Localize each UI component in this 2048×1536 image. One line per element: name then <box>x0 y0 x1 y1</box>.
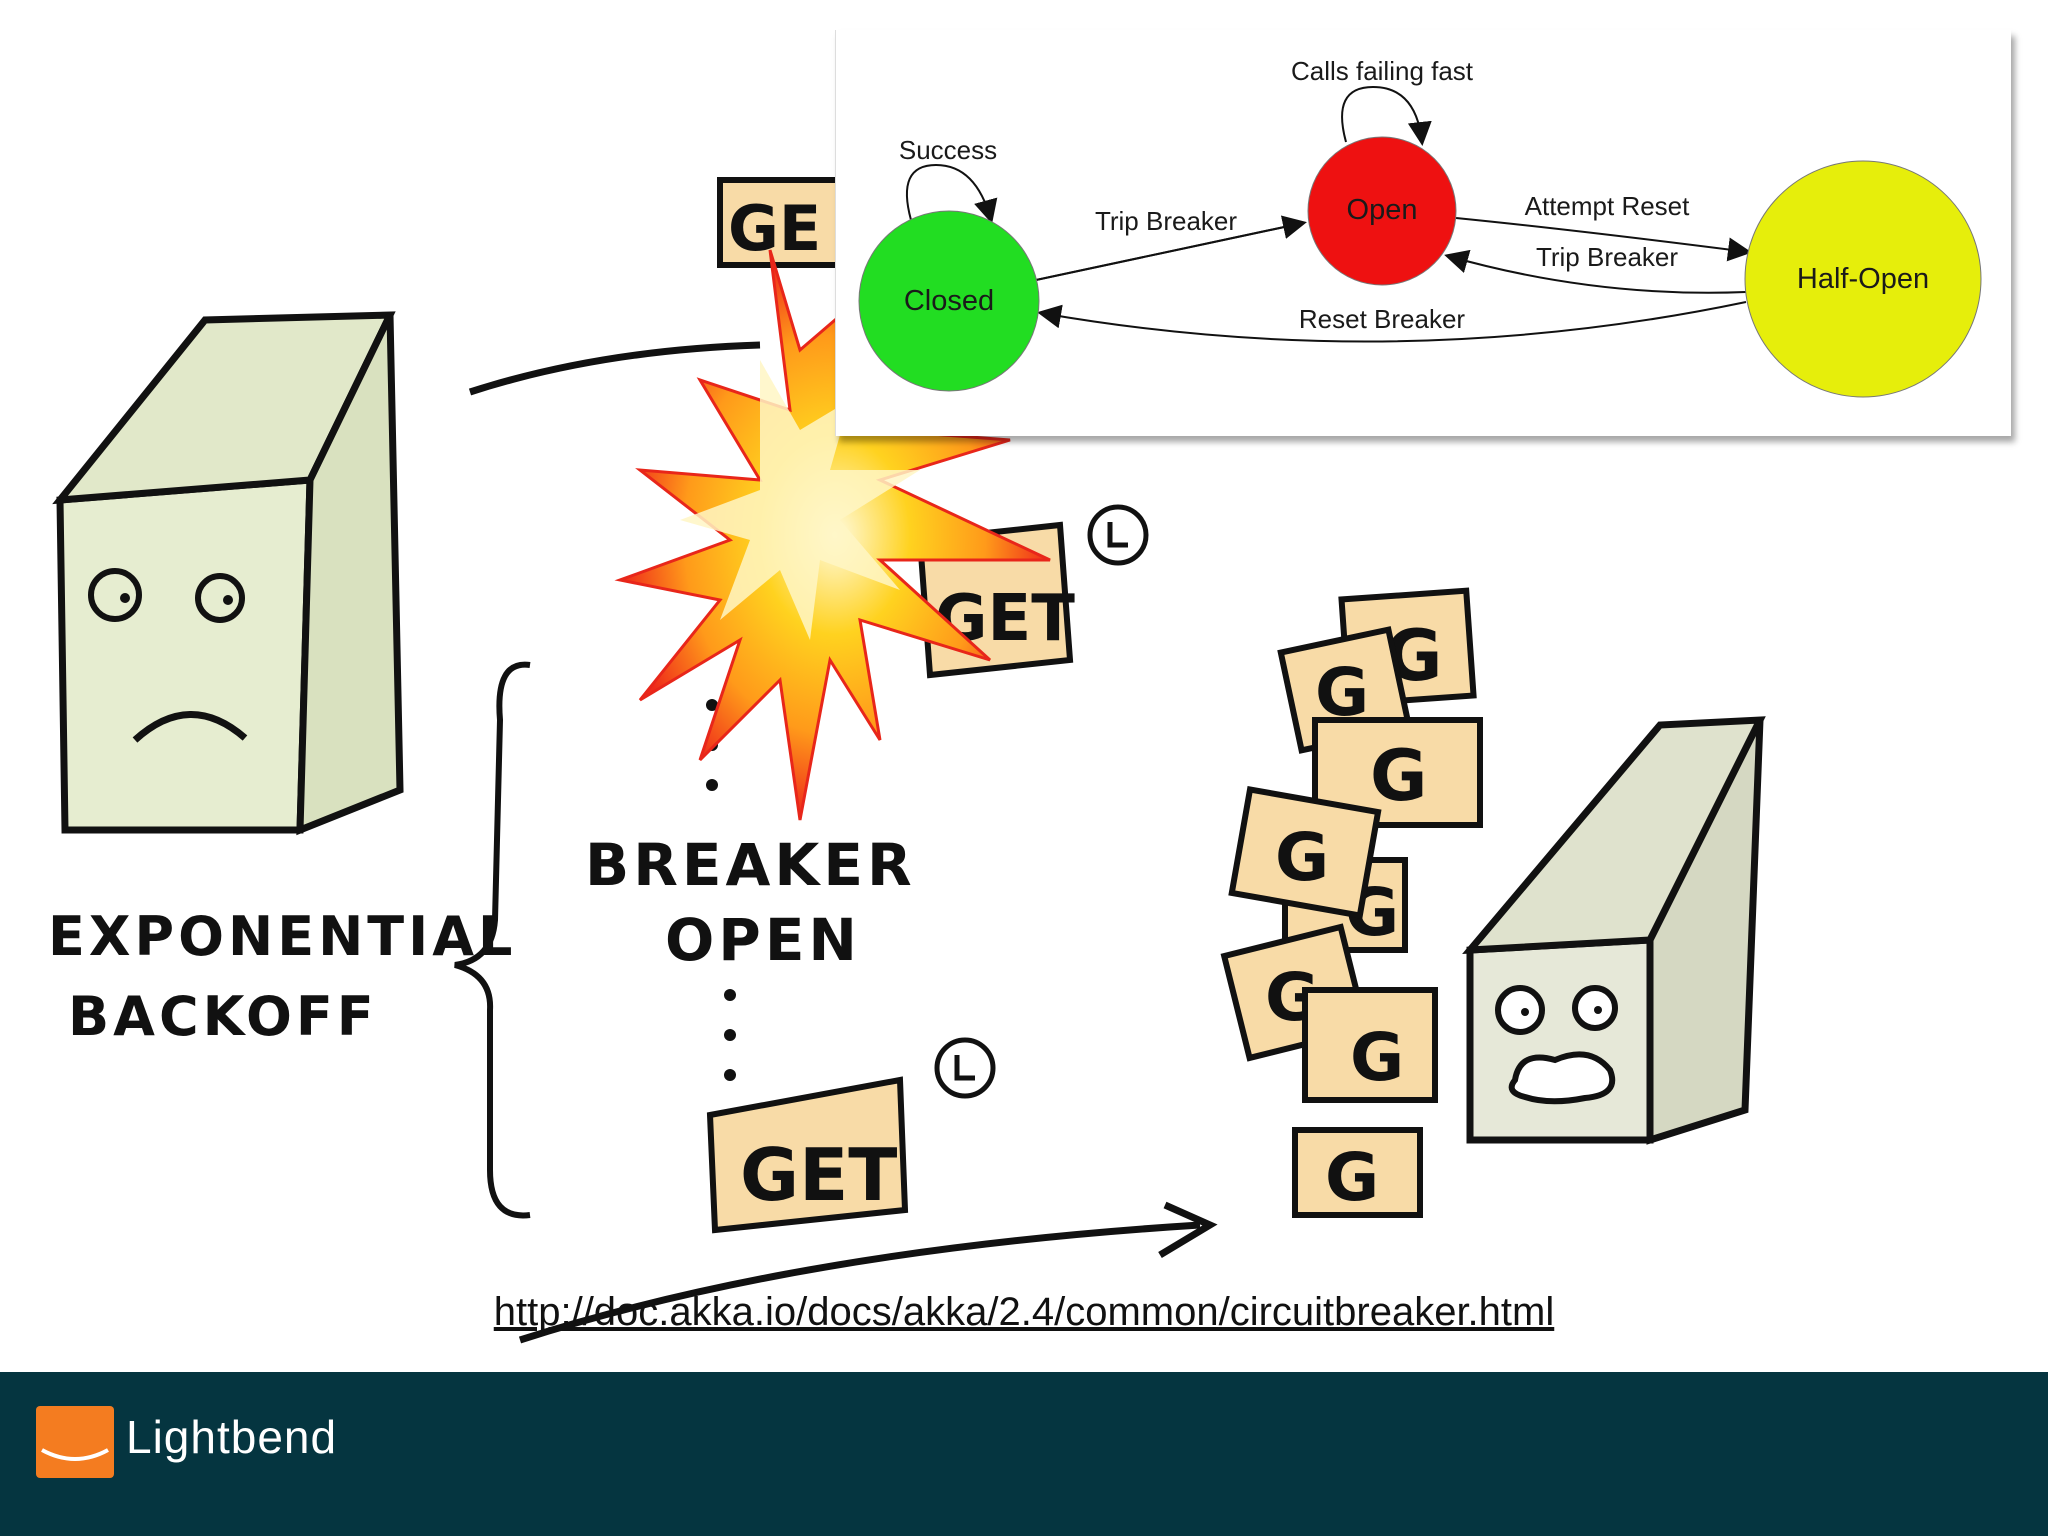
label-reset-breaker: Reset Breaker <box>1299 304 1466 334</box>
edge-half-open-to-open <box>1444 249 1747 294</box>
state-half-open: Half-Open <box>1744 160 1982 398</box>
lightbend-logo-icon <box>36 1406 114 1478</box>
request-curve-top <box>468 341 761 396</box>
open-text: OPEN <box>665 906 861 974</box>
svg-text:G: G <box>1275 819 1329 896</box>
get-card-bottom: GET <box>706 1037 996 1234</box>
label-trip-breaker-closed-open: Trip Breaker <box>1095 206 1237 236</box>
state-open-label: Open <box>1347 194 1418 226</box>
edge-half-open-to-closed <box>1037 301 1747 343</box>
state-diagram: Closed Open Half-Open Success Calls fail… <box>858 56 1982 398</box>
state-closed-label: Closed <box>904 285 994 317</box>
sad-server-left <box>52 311 404 836</box>
state-half-open-label: Half-Open <box>1797 263 1929 295</box>
svg-text:GE: GE <box>728 192 821 265</box>
svg-text:G: G <box>1370 735 1427 817</box>
label-calls-failing-fast: Calls failing fast <box>1291 56 1474 86</box>
label-attempt-reset: Attempt Reset <box>1525 191 1691 221</box>
g-card-5: G <box>1228 786 1382 919</box>
svg-text:G: G <box>1325 1139 1379 1216</box>
label-trip-breaker-half-open-open: Trip Breaker <box>1536 242 1678 272</box>
brand-name: Lightbend <box>126 1411 338 1463</box>
state-closed-circle <box>858 210 1040 392</box>
backoff-brace <box>454 661 531 1219</box>
edge-open-self-loop <box>1341 85 1432 146</box>
g-card-7: G <box>1302 987 1438 1103</box>
state-open-circle <box>1307 136 1457 286</box>
svg-text:G: G <box>1350 1019 1404 1096</box>
g-card-8: G <box>1292 1127 1423 1218</box>
breaker-text: BREAKER <box>585 831 916 899</box>
footer-bar: Lightbend <box>0 1372 2048 1536</box>
state-closed: Closed <box>858 210 1040 392</box>
state-half-open-circle <box>1744 160 1982 398</box>
g-card-stack: G G G G G G G G <box>1220 587 1483 1218</box>
get-card-top: GE <box>717 177 853 268</box>
request-arrow <box>518 1221 1201 1344</box>
label-success: Success <box>899 135 997 165</box>
backoff-text: BACKOFF <box>68 985 378 1048</box>
exponential-text: EXPONENTIAL <box>48 905 516 968</box>
svg-text:GET: GET <box>740 1133 897 1217</box>
sketch-illustration: EXPONENTIAL BACKOFF BREAKER OPEN GE GET … <box>48 177 1766 1344</box>
state-open: Open <box>1307 136 1457 286</box>
edge-open-to-half-open <box>1455 217 1752 262</box>
state-diagram-panel: Closed Open Half-Open Success Calls fail… <box>835 30 2011 436</box>
reference-link[interactable]: http://doc.akka.io/docs/akka/2.4/common/… <box>493 1290 1555 1334</box>
scared-server-right <box>1462 716 1766 1145</box>
edge-closed-self-loop <box>905 163 998 224</box>
